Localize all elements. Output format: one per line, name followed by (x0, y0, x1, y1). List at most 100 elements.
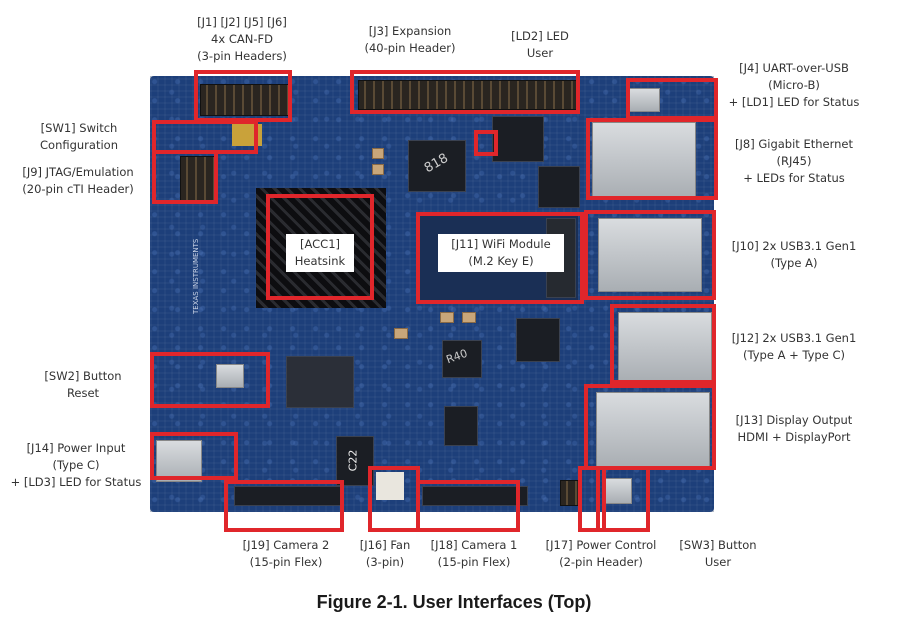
highlight-sw2 (150, 352, 270, 408)
label-sw2-line1: [SW2] Button (44, 369, 122, 383)
label-heatsink-line1: [ACC1] (299, 237, 340, 251)
label-camera2-line2: (15-pin Flex) (249, 555, 323, 569)
fan-connector (376, 472, 404, 500)
label-can-fd-line1: [J1] [J2] [J5] [J6] (197, 15, 287, 29)
label-wifi: [J11] WiFi Module (M.2 Key E) (438, 234, 564, 272)
figure-caption: Figure 2-1. User Interfaces (Top) (316, 592, 592, 612)
label-power-input-line3: + [LD3] LED for Status (10, 475, 142, 489)
label-sw2-line2: Reset (66, 386, 100, 400)
highlight-heatsink (266, 194, 374, 300)
label-fan-line2: (3-pin) (365, 555, 405, 569)
can-fd-headers (200, 84, 290, 116)
label-camera2: [J19] Camera 2 (15-pin Flex) (236, 537, 336, 571)
camera1-flex-connector (422, 486, 528, 506)
label-camera1: [J18] Camera 1 (15-pin Flex) (424, 537, 524, 571)
highlight-power-control (578, 466, 606, 532)
label-ethernet-line3: + LEDs for Status (743, 171, 845, 185)
label-camera1-line1: [J18] Camera 1 (430, 538, 518, 552)
label-jtag: [J9] JTAG/Emulation (20-pin cTI Header) (10, 164, 146, 198)
label-can-fd-line3: (3-pin Headers) (197, 49, 287, 63)
label-jtag-line2: (20-pin cTI Header) (22, 182, 134, 196)
capacitor (394, 328, 408, 339)
ti-logo-text: TEXAS INSTRUMENTS (192, 238, 200, 314)
label-fan-line1: [J16] Fan (359, 538, 411, 552)
label-sw3: [SW3] Button User (670, 537, 766, 571)
soc-chip (286, 356, 354, 408)
expansion-header (358, 80, 578, 110)
label-sw1-line1: [SW1] Switch (40, 121, 118, 135)
label-ethernet-line1: [J8] Gigabit Ethernet (735, 137, 853, 151)
highlight-wifi (416, 212, 584, 304)
chip-right (538, 166, 580, 208)
label-sw1: [SW1] Switch Configuration (24, 120, 134, 154)
chip-top-right (492, 116, 544, 162)
label-led-user: [LD2] LED User (500, 28, 580, 62)
highlight-sw3 (596, 466, 650, 532)
label-power-control-line2: (2-pin Header) (559, 555, 643, 569)
highlight-fan (368, 466, 420, 532)
label-power-control-line1: [J17] Power Control (545, 538, 657, 552)
usb-c-power-port (156, 440, 202, 482)
label-camera2-line1: [J19] Camera 2 (242, 538, 330, 552)
highlight-led-user (474, 130, 498, 156)
label-jtag-line1: [J9] JTAG/Emulation (22, 165, 134, 179)
label-uart-usb: [J4] UART-over-USB (Micro-B) + [LD1] LED… (724, 60, 864, 111)
usb-port-j12 (618, 312, 712, 382)
label-sw3-line2: User (704, 555, 732, 569)
label-heatsink: [ACC1] Heatsink (286, 234, 354, 272)
label-wifi-line1: [J11] WiFi Module (451, 237, 551, 251)
highlight-usb-j10 (584, 210, 716, 300)
highlight-camera2 (224, 480, 344, 532)
label-power-input-line1: [J14] Power Input (26, 441, 126, 455)
highlight-camera1 (416, 480, 520, 532)
label-led-user-line1: [LD2] LED (511, 29, 569, 43)
rj45-port (592, 122, 696, 198)
label-usb-j10-line2: (Type A) (770, 256, 818, 270)
label-display: [J13] Display Output HDMI + DisplayPort (724, 412, 864, 446)
power-control-header (560, 480, 580, 506)
highlight-jtag (152, 150, 218, 204)
label-expansion: [J3] Expansion (40-pin Header) (350, 23, 470, 57)
label-camera1-line2: (15-pin Flex) (437, 555, 511, 569)
label-usb-j10: [J10] 2x USB3.1 Gen1 (Type A) (724, 238, 864, 272)
label-led-user-line2: User (526, 46, 554, 60)
label-usb-j12-line2: (Type A + Type C) (743, 348, 845, 362)
chip-c22 (336, 436, 374, 486)
label-sw1-line2: Configuration (40, 138, 118, 152)
usb-a-port-j10 (598, 218, 702, 292)
label-power-input-line2: (Type C) (52, 458, 100, 472)
micro-usb-port (628, 88, 660, 112)
label-expansion-line2: (40-pin Header) (364, 41, 456, 55)
label-display-line2: HDMI + DisplayPort (737, 430, 851, 444)
heatsink (256, 188, 386, 308)
chip-818 (408, 140, 466, 192)
label-uart-usb-line1: [J4] UART-over-USB (739, 61, 849, 75)
label-usb-j12: [J12] 2x USB3.1 Gen1 (Type A + Type C) (724, 330, 864, 364)
label-uart-usb-line3: + [LD1] LED for Status (728, 95, 860, 109)
label-sw2: [SW2] Button Reset (36, 368, 130, 402)
label-usb-j10-line1: [J10] 2x USB3.1 Gen1 (731, 239, 857, 253)
label-heatsink-line2: Heatsink (294, 254, 346, 268)
highlight-display (584, 384, 716, 470)
label-ethernet: [J8] Gigabit Ethernet (RJ45) + LEDs for … (724, 136, 864, 187)
label-uart-usb-line2: (Micro-B) (768, 78, 820, 92)
capacitor (440, 312, 454, 323)
label-sw3-line1: [SW3] Button (679, 538, 757, 552)
label-usb-j12-line1: [J12] 2x USB3.1 Gen1 (731, 331, 857, 345)
label-display-line1: [J13] Display Output (735, 413, 853, 427)
highlight-power-input (150, 432, 238, 480)
label-fan: [J16] Fan (3-pin) (350, 537, 420, 571)
highlight-can-fd (194, 70, 292, 122)
label-expansion-line1: [J3] Expansion (368, 24, 452, 38)
chip-r40 (442, 340, 482, 378)
highlight-expansion (350, 70, 580, 114)
capacitor (372, 164, 384, 175)
capacitor (372, 148, 384, 159)
chip-mid-right (516, 318, 560, 362)
chip-inductor (444, 406, 478, 446)
label-can-fd-line2: 4x CAN-FD (211, 32, 273, 46)
capacitor (462, 312, 476, 323)
label-power-control: [J17] Power Control (2-pin Header) (536, 537, 666, 571)
label-can-fd: [J1] [J2] [J5] [J6] 4x CAN-FD (3-pin Hea… (180, 14, 304, 65)
label-power-input: [J14] Power Input (Type C) + [LD3] LED f… (6, 440, 146, 491)
